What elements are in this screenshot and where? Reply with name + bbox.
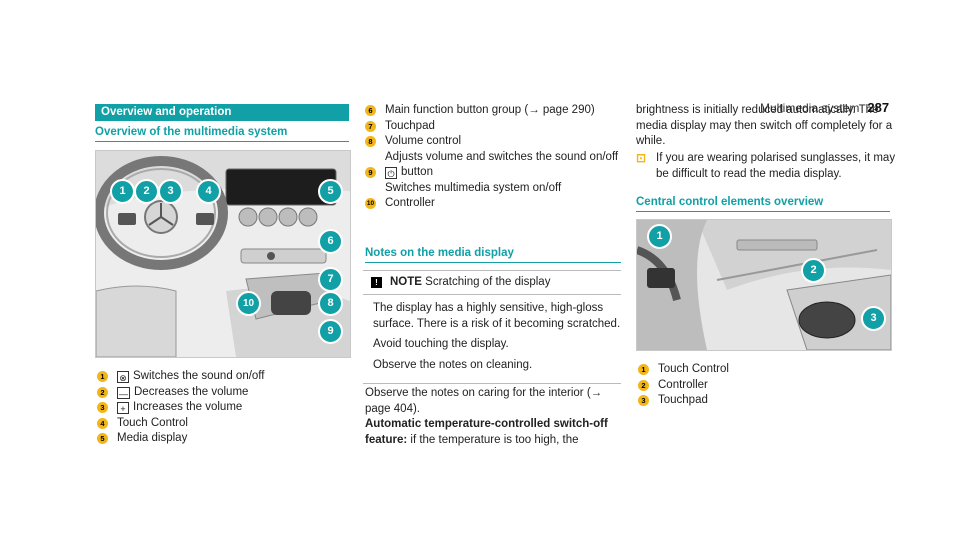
- callout-7: 7: [318, 267, 343, 292]
- overview-heading: Overview of the multimedia system: [95, 126, 288, 138]
- auto-switchoff-label: Automatic temperature-controlled switch-…: [365, 418, 608, 446]
- plus-icon: +: [117, 402, 129, 414]
- cockpit-drawing: [96, 151, 350, 357]
- callout-3: 3: [158, 179, 183, 204]
- callout-2: 2: [134, 179, 159, 204]
- callout-1: 1: [110, 179, 135, 204]
- power-icon: ⏻: [385, 167, 397, 179]
- bullet-9: 9: [365, 167, 376, 178]
- tip-text: If you are wearing polarised sunglasses,…: [656, 152, 896, 180]
- notes-heading: Notes on the media display: [365, 247, 514, 259]
- note-label: NOTE: [390, 276, 422, 288]
- minus-icon: —: [117, 386, 130, 399]
- bullet-1: 1: [638, 364, 649, 375]
- bullet-3: 3: [638, 395, 649, 406]
- bullet-8: 8: [365, 136, 376, 147]
- bullet-2: 2: [638, 379, 649, 391]
- section-title-bar: Overview and operation: [95, 104, 349, 121]
- continued-paragraph: brightness is initially reduced automati…: [636, 104, 893, 147]
- callout-9: 9: [318, 319, 343, 344]
- bullet-10: 10: [365, 198, 376, 209]
- bullet-1: 1: [97, 371, 108, 382]
- observe-paragraph: Observe the notes on caring for the inte…: [365, 387, 608, 446]
- notes-heading-rule: [365, 262, 621, 263]
- central-console-drawing: [637, 220, 891, 350]
- central-controls-illustration: 1 2 3: [636, 219, 892, 351]
- bullet-5: 5: [97, 433, 108, 444]
- callout-6: 6: [318, 229, 343, 254]
- header-title: Multimedia system: [760, 101, 860, 115]
- tip: ⊡ If you are wearing polarised sunglasse…: [636, 151, 896, 182]
- bullet-6: 6: [365, 105, 376, 116]
- note-body: The display has a highly sensitive, high…: [363, 295, 621, 383]
- central-heading-rule: [636, 211, 890, 212]
- bullet-7: 7: [365, 120, 376, 132]
- bullet-2: 2: [97, 386, 108, 398]
- note-box: ! NOTE Scratching of the display The dis…: [363, 270, 621, 384]
- mute-icon: ⊗: [117, 371, 129, 383]
- page-number: 287: [867, 100, 890, 115]
- note-header: ! NOTE Scratching of the display: [363, 271, 621, 295]
- note-paragraph: The display has a highly sensitive, high…: [373, 302, 621, 330]
- callout-10: 10: [236, 291, 261, 316]
- list-item: 3+Increases the volume: [97, 400, 351, 416]
- callout-5: 5: [318, 179, 343, 204]
- callout-8: 8: [318, 291, 343, 316]
- note-paragraph: Observe the notes on cleaning.: [373, 358, 533, 371]
- central-controls-heading: Central control elements overview: [636, 196, 824, 208]
- note-paragraph: Avoid touching the display.: [373, 338, 509, 350]
- warning-icon: !: [371, 276, 382, 288]
- bullet-4: 4: [97, 417, 108, 429]
- tip-icon: ⊡: [636, 151, 647, 165]
- callout-1: 1: [647, 224, 672, 249]
- callout-4: 4: [196, 179, 221, 204]
- page-header: Multimedia system 287: [760, 100, 889, 115]
- overview-heading-rule: [95, 141, 349, 142]
- list-item: 2—Decreases the volume: [97, 385, 351, 401]
- list-item: 1⊗Switches the sound on/off: [97, 369, 351, 385]
- note-title: Scratching of the display: [425, 276, 551, 288]
- cockpit-illustration: 1 2 3 4 5 6 7 8 10 9: [95, 150, 351, 358]
- callout-2: 2: [801, 258, 826, 283]
- overview-list: 1⊗Switches the sound on/off 2—Decreases …: [97, 369, 351, 447]
- callout-3: 3: [861, 306, 886, 331]
- bullet-3: 3: [97, 402, 108, 413]
